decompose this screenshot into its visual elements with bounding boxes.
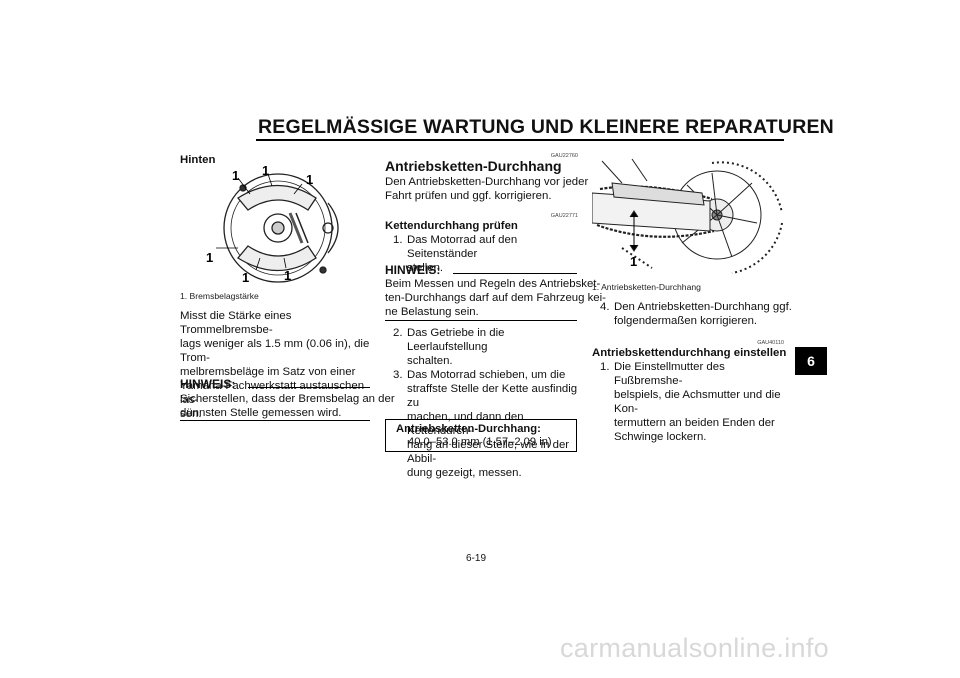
text-line: hang an dieser Stelle, wie in der Abbil-	[407, 439, 570, 465]
figure-caption: 1. Antriebsketten-Durchhang	[592, 282, 701, 292]
figure-caption: 1. Bremsbelagstärke	[180, 291, 259, 301]
text-line: Den Antriebsketten-Durchhang ggf.	[614, 301, 792, 313]
text-line: sen.	[180, 408, 202, 420]
page-header-title: REGELMÄSSIGE WARTUNG UND KLEINERE REPARA…	[258, 116, 834, 138]
note-end-rule	[180, 420, 370, 421]
spec-title: Antriebsketten-Durchhang:	[396, 423, 541, 435]
text-line: ten-Durchhangs darf auf dem Fahrzeug kei…	[385, 292, 606, 304]
step-number: 4.	[600, 301, 610, 313]
chain-lower-run	[596, 223, 715, 238]
drive-chain-figure: 1	[592, 158, 783, 274]
note-text: Beim Messen und Regeln des Antriebsket- …	[385, 277, 606, 319]
text-line: Fahrt prüfen und ggf. korrigieren.	[385, 190, 552, 202]
text-line: melbremsbeläge im Satz von einer	[180, 366, 356, 378]
step-1: 1. Das Motorrad auf den Seitenständer st…	[385, 233, 585, 275]
subheading-check-chain: Kettendurchhang prüfen	[385, 220, 518, 232]
upper-brake-shoe	[237, 184, 317, 211]
return-spring	[288, 212, 304, 244]
step-2: 2. Das Getriebe in die Leerlaufstellung …	[385, 326, 585, 368]
spec-box: Antriebsketten-Durchhang: 40.0–53.0 mm (…	[385, 419, 577, 452]
text-line: Yamaha-Fachwerkstatt austauschen las-	[180, 380, 365, 406]
header-rule	[256, 139, 784, 141]
text-line: Das Motorrad schieben, um die	[407, 369, 566, 381]
text-line: Sicherstellen, dass der Bremsbelag an de…	[180, 393, 395, 405]
note-text: Sicherstellen, dass der Bremsbelag an de…	[180, 392, 395, 420]
chapter-tab: 6	[795, 347, 827, 375]
text-line: stellen.	[407, 262, 444, 274]
page-number: 6-19	[466, 553, 487, 564]
brake-arm	[327, 202, 339, 254]
figure-label-1: 1	[206, 250, 213, 265]
text-line: Das Motorrad auf den Seitenständer	[407, 234, 518, 260]
step-4: 4. Den Antriebsketten-Durchhang ggf. fol…	[592, 300, 792, 328]
note-title: HINWEIS:	[385, 263, 441, 277]
step-number: 1.	[600, 361, 610, 373]
intro-paragraph: Den Antriebsketten-Durchhang vor jeder F…	[385, 175, 588, 203]
note-rule	[248, 387, 370, 388]
brake-drum-outline	[223, 173, 333, 283]
watermark: carmanualsonline.info	[560, 633, 829, 663]
figure-label-1: 1	[242, 270, 249, 285]
text-line: Die Einstellmutter des Fußbremshe-	[614, 361, 725, 387]
text-line: Schwinge lockern.	[614, 431, 707, 443]
text-line: Misst die Stärke eines Trommelbremsbe-	[180, 310, 292, 336]
reference-code: GAU22760	[550, 153, 578, 159]
text-line: folgendermaßen korrigieren.	[614, 315, 758, 327]
reference-code: GAU40110	[757, 340, 784, 346]
chain-guard	[611, 182, 705, 206]
text-line: dünnsten Stelle gemessen wird.	[180, 407, 342, 419]
note-title: HINWEIS:	[180, 377, 236, 391]
text-line: machen, und dann den Kettendurch-	[407, 411, 524, 437]
figure-label-1: 1	[232, 168, 239, 183]
section-heading-chain-slack: Antriebsketten-Durchhang	[385, 158, 562, 174]
text-line: straffste Stelle der Kette ausfindig zu	[407, 383, 578, 409]
rear-tire-tread	[711, 161, 783, 214]
text-line: Beim Messen und Regeln des Antriebsket-	[385, 278, 601, 290]
step-number: 2.	[393, 327, 403, 339]
text-line: belspiels, die Achsmutter und die Kon-	[614, 389, 781, 415]
spec-value: 40.0–53.0 mm (1.57–2.09 in)	[408, 436, 552, 448]
text-line: Den Antriebsketten-Durchhang vor jeder	[385, 176, 589, 188]
text-line: lags weniger als 1.5 mm (0.06 in), die T…	[180, 338, 370, 364]
step-number: 1.	[393, 234, 403, 246]
subheading-adjust-chain: Antriebskettendurchhang einstellen	[592, 347, 787, 359]
reference-code: GAU22771	[550, 213, 578, 219]
rear-drum-brake-figure: 1 1 1 1 1 1	[206, 163, 339, 285]
paragraph-brake-wear: Misst die Stärke eines Trommelbremsbe- l…	[180, 309, 380, 421]
step-3: 3. Das Motorrad schieben, um die straffs…	[385, 368, 585, 480]
step-number: 3.	[393, 369, 403, 381]
figure-label-1: 1	[284, 268, 291, 283]
text-line: ne Belastung sein.	[385, 306, 479, 318]
note-rule	[453, 273, 577, 274]
figure-label-1: 1	[630, 254, 637, 269]
figure-label-1: 1	[306, 172, 313, 187]
text-line: schalten.	[407, 355, 453, 367]
note-end-rule	[385, 320, 577, 321]
text-line: Das Getriebe in die Leerlaufstellung	[407, 327, 505, 353]
text-line: termuttern an beiden Enden der	[614, 417, 775, 429]
text-line: dung gezeigt, messen.	[407, 467, 522, 479]
section-heading-hinten: Hinten	[180, 154, 216, 166]
figure-label-1: 1	[262, 163, 269, 178]
steps-2-3: 2. Das Getriebe in die Leerlaufstellung …	[385, 326, 585, 480]
adjust-step-1: 1. Die Einstellmutter des Fußbremshe- be…	[592, 360, 792, 444]
